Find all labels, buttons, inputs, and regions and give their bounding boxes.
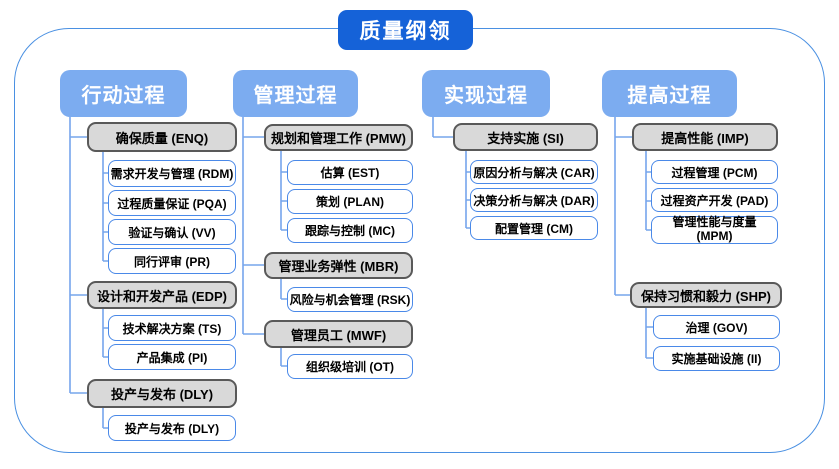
group-node-pmw: 规划和管理工作 (PMW) bbox=[264, 124, 413, 151]
group-node-si: 支持实施 (SI) bbox=[453, 123, 598, 151]
connector bbox=[280, 348, 287, 367]
connector bbox=[102, 408, 108, 429]
leaf-node-gov: 治理 (GOV) bbox=[653, 315, 780, 339]
leaf-node-ts: 技术解决方案 (TS) bbox=[108, 315, 236, 341]
connector bbox=[280, 151, 287, 231]
leaf-node-pi: 产品集成 (PI) bbox=[108, 344, 236, 370]
group-node-edp: 设计和开发产品 (EDP) bbox=[87, 281, 237, 309]
connector bbox=[102, 152, 108, 262]
leaf-node-plan: 策划 (PLAN) bbox=[287, 189, 413, 214]
connector bbox=[280, 279, 287, 300]
connector bbox=[242, 117, 264, 335]
leaf-node-est: 估算 (EST) bbox=[287, 160, 413, 185]
group-node-mwf: 管理员工 (MWF) bbox=[264, 320, 413, 348]
diagram-title: 质量纲领 bbox=[338, 10, 473, 50]
leaf-node-pcm: 过程管理 (PCM) bbox=[651, 160, 778, 184]
column-header-management-process: 管理过程 bbox=[233, 70, 358, 117]
leaf-node-pad: 过程资产开发 (PAD) bbox=[651, 188, 778, 212]
leaf-node-pqa: 过程质量保证 (PQA) bbox=[108, 190, 236, 216]
connector bbox=[102, 309, 108, 358]
column-header-improvement-process: 提高过程 bbox=[602, 70, 737, 117]
connector bbox=[645, 151, 651, 231]
connector bbox=[69, 117, 87, 394]
connector bbox=[645, 308, 653, 359]
leaf-node-dar: 决策分析与解决 (DAR) bbox=[470, 188, 598, 212]
group-node-mbr: 管理业务弹性 (MBR) bbox=[264, 252, 413, 279]
group-node-dly: 投产与发布 (DLY) bbox=[87, 379, 237, 408]
leaf-node-ii: 实施基础设施 (II) bbox=[653, 346, 780, 371]
leaf-node-pr: 同行评审 (PR) bbox=[108, 248, 236, 274]
leaf-node-vv: 验证与确认 (VV) bbox=[108, 219, 236, 245]
leaf-node-rdm: 需求开发与管理 (RDM) bbox=[108, 160, 236, 187]
group-node-shp: 保持习惯和毅力 (SHP) bbox=[630, 282, 782, 308]
leaf-node-dly: 投产与发布 (DLY) bbox=[108, 415, 236, 441]
group-node-imp: 提高性能 (IMP) bbox=[632, 123, 778, 151]
connector bbox=[465, 151, 470, 229]
connector bbox=[432, 117, 453, 138]
leaf-node-ot: 组织级培训 (OT) bbox=[287, 354, 413, 379]
leaf-node-car: 原因分析与解决 (CAR) bbox=[470, 160, 598, 184]
leaf-node-mc: 跟踪与控制 (MC) bbox=[287, 218, 413, 243]
leaf-node-cm: 配置管理 (CM) bbox=[470, 216, 598, 240]
column-header-action-process: 行动过程 bbox=[60, 70, 187, 117]
group-node-enq: 确保质量 (ENQ) bbox=[87, 122, 237, 152]
leaf-node-mpm: 管理性能与度量 (MPM) bbox=[651, 215, 778, 244]
connector bbox=[614, 117, 632, 296]
column-header-realization-process: 实现过程 bbox=[422, 70, 550, 117]
leaf-node-rsk: 风险与机会管理 (RSK) bbox=[287, 287, 413, 312]
